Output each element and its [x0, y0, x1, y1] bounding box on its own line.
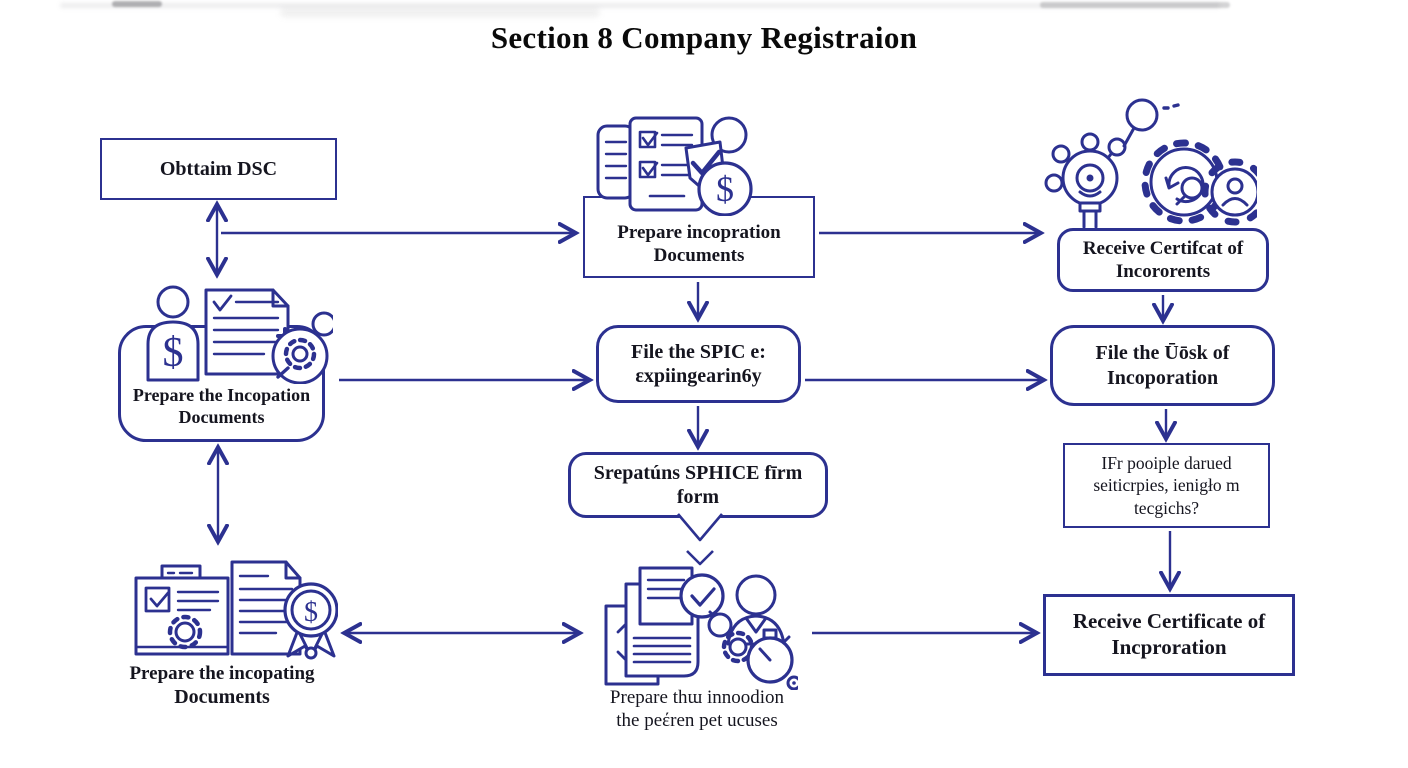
- node-label-line: IFr pooiple darued: [1101, 452, 1232, 473]
- process-gear-icon: [1141, 139, 1227, 225]
- node-label-line: Incoporation: [1106, 366, 1219, 389]
- top-edge-artifact: [1040, 2, 1230, 8]
- node-label-line: Documents: [178, 407, 265, 428]
- node-file-uosk: File the Ūōsk of Incoporation: [1050, 325, 1275, 406]
- node-label-line: Receive Certificate of: [1072, 609, 1266, 634]
- page-title: Section 8 Company Registraion: [490, 20, 918, 55]
- caption-prepare-incopating: Prepare the incopating Documents: [92, 662, 352, 710]
- clipboard-gear-icon: [134, 564, 230, 656]
- dollar-glyph: $: [304, 597, 318, 628]
- srepatuns-bubble-tail: [677, 513, 723, 566]
- node-label-line: tecgichs?: [1133, 497, 1200, 518]
- caption-line: Documents: [174, 686, 270, 709]
- node-label: Obttaim DSC: [159, 157, 278, 180]
- document-icon: [230, 560, 302, 656]
- node-label-line: Prepare the Incopation: [132, 385, 311, 406]
- person-process-icon: [721, 574, 798, 690]
- node-label-line: form: [676, 486, 720, 508]
- node-file-spice: File the SPIC e: εxpiingearin6y: [596, 325, 801, 403]
- node-receive-certificate: Receive Certificate of Incproration: [1043, 594, 1295, 676]
- node-obtain-dsc: Obttaim DSC: [100, 138, 337, 200]
- top-edge-artifact: [280, 8, 600, 17]
- person-icon: [710, 116, 748, 154]
- node-label-line: Srepatúns SPHICE fīrm: [593, 461, 803, 484]
- icon-cluster-top-right: [1044, 98, 1257, 229]
- node-label-line: εxpiingearin6y: [635, 365, 762, 387]
- caption-prepare-innoodion: Prepare thɯ innoodion the peέren pet ucu…: [572, 686, 822, 732]
- node-prepare-incopration: Prepare incopration Documents: [583, 196, 815, 278]
- node-label-line: File the Ūōsk of: [1095, 342, 1230, 365]
- icon-cluster-bottom-center: [604, 566, 798, 690]
- check-badge-icon: [684, 140, 726, 194]
- node-label-line: File the SPIC e:: [631, 340, 766, 363]
- user-gear-icon: [1201, 158, 1257, 226]
- node-prepare-incopation: Prepare the Incopation Documents: [118, 325, 325, 442]
- node-label-line: Incororents: [1115, 261, 1211, 282]
- caption-line: the peέren pet ucuses: [616, 710, 778, 732]
- molecule-gear-icon: [1044, 132, 1127, 229]
- node-label-line: Prepare incopration: [617, 221, 781, 243]
- node-label-line: seiticrpies, ienigło m: [1093, 475, 1240, 496]
- node-label-line: Incproration: [1111, 635, 1227, 659]
- award-dollar-icon: $: [283, 582, 338, 660]
- node-receive-certifcat: Receive Certifcat of Incororents: [1057, 228, 1269, 292]
- arrowhead-down-icon: [686, 550, 714, 566]
- node-label-line: Receive Certifcat of: [1082, 237, 1244, 259]
- caption-line: Prepare thɯ innoodion: [609, 687, 785, 708]
- top-edge-artifact: [60, 3, 1220, 8]
- top-edge-artifact: [112, 1, 162, 7]
- icon-cluster-bottom-left: $: [134, 560, 338, 660]
- node-srepatuns: Srepatúns SPHICE fīrm form: [568, 452, 828, 518]
- magnifier-icon: [1122, 98, 1180, 148]
- node-label-line: Documents: [653, 245, 745, 266]
- documents-check-icon: [604, 566, 733, 686]
- node-ifr-question: IFr pooiple darued seiticrpies, ienigło …: [1063, 443, 1270, 528]
- caption-line: Prepare the incopating: [129, 663, 315, 684]
